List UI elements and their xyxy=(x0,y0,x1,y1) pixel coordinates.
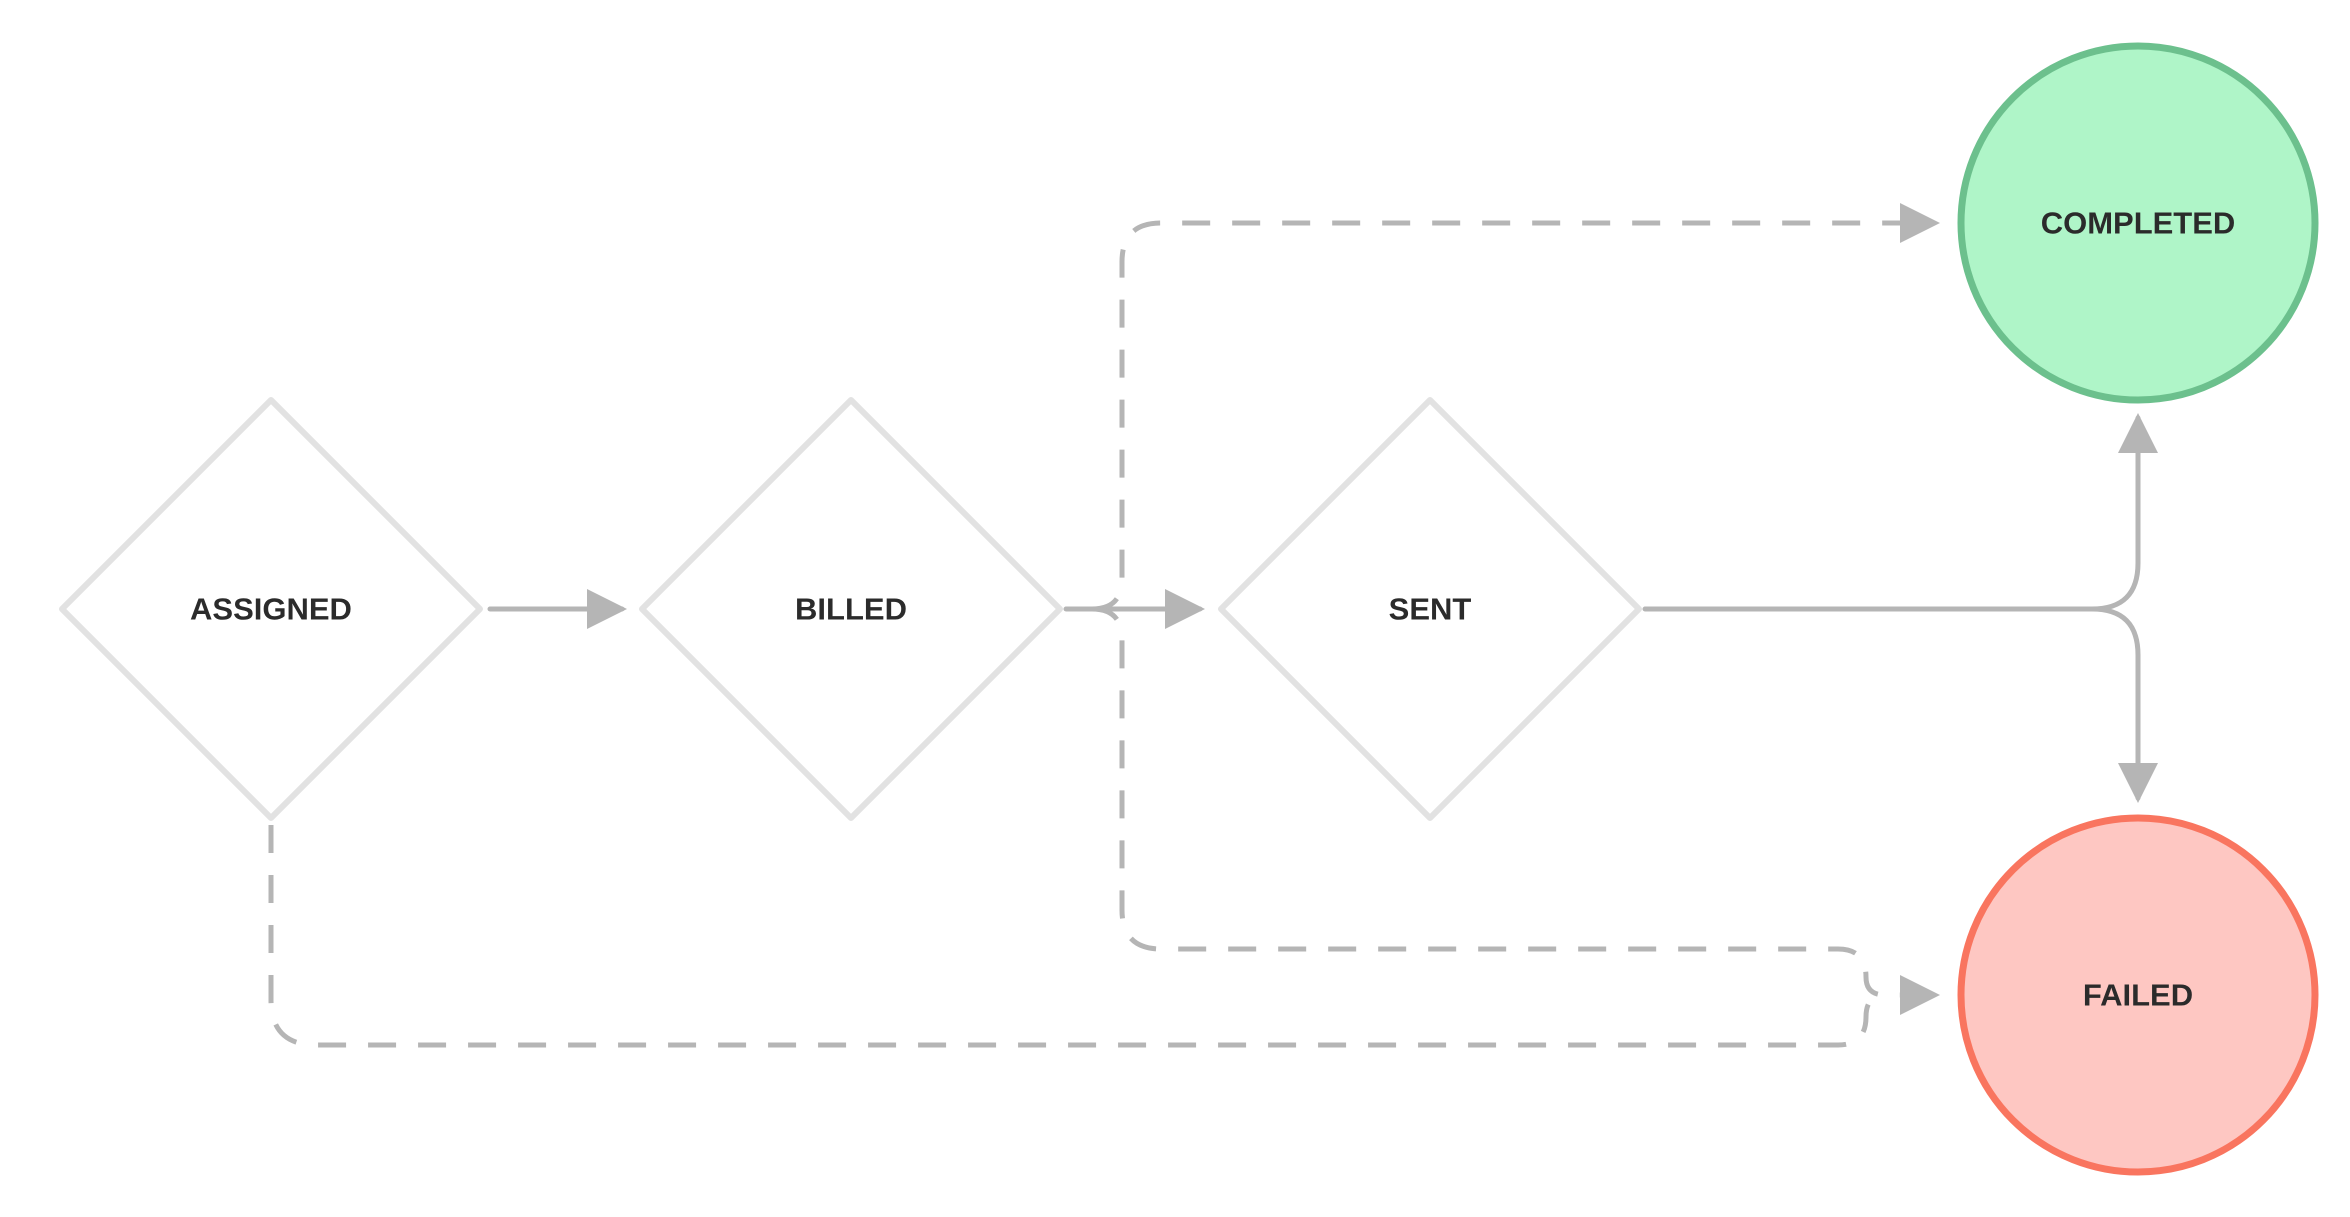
node-completed-circle xyxy=(1957,42,2319,404)
edge-billed-to-failed[interactable] xyxy=(1091,606,1940,1015)
node-assigned[interactable]: ASSIGNED xyxy=(59,397,483,821)
node-billed[interactable]: BILLED xyxy=(639,397,1063,821)
node-failed-circle xyxy=(1957,814,2319,1176)
nodes: ASSIGNED BILLED SENT COMPLETED FAILED xyxy=(59,42,2319,1176)
node-assigned-label: ASSIGNED xyxy=(190,592,352,627)
edge-sent-to-failed[interactable] xyxy=(2089,606,2158,803)
node-billed-diamond xyxy=(639,397,1063,821)
node-sent-label: SENT xyxy=(1389,592,1472,627)
edge-billed-to-completed[interactable] xyxy=(1091,203,1940,612)
node-failed-label: FAILED xyxy=(2083,978,2193,1013)
edge-sent-to-completed[interactable] xyxy=(1642,413,2158,612)
node-completed[interactable]: COMPLETED xyxy=(1957,42,2319,404)
node-failed[interactable]: FAILED xyxy=(1957,814,2319,1176)
node-completed-label: COMPLETED xyxy=(2041,206,2236,241)
node-sent-diamond xyxy=(1218,397,1642,821)
edge-assigned-to-failed[interactable] xyxy=(268,825,1886,1048)
node-billed-label: BILLED xyxy=(795,592,907,627)
node-sent[interactable]: SENT xyxy=(1218,397,1642,821)
node-assigned-diamond xyxy=(59,397,483,821)
edges xyxy=(268,203,2158,1048)
